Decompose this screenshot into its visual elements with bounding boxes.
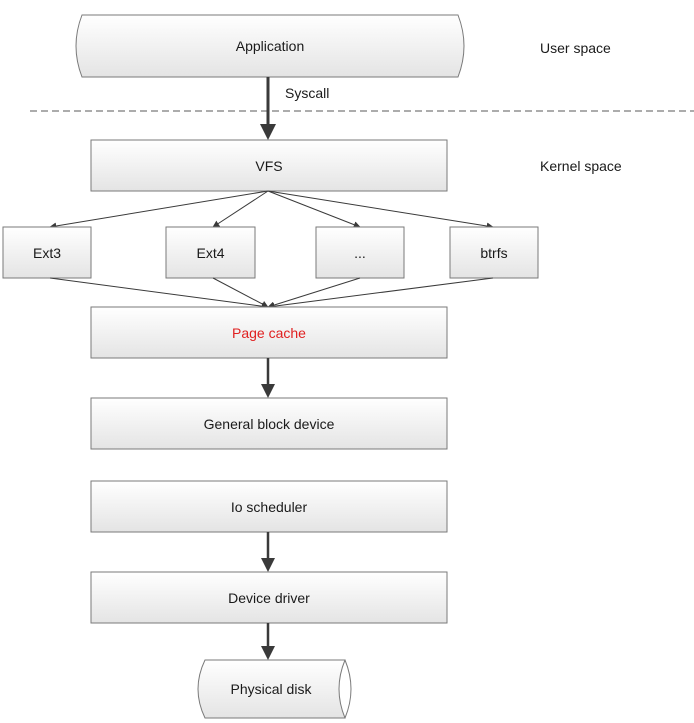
fs-box-more bbox=[315, 226, 405, 279]
vfs-label: VFS bbox=[255, 157, 283, 174]
fs-box-btrfs bbox=[449, 226, 539, 279]
vfs-fanout-arrows bbox=[49, 190, 494, 230]
fs-box-ext3 bbox=[2, 226, 92, 279]
fs-label-btrfs: btrfs bbox=[480, 244, 508, 261]
fs-box-ext4 bbox=[165, 226, 256, 279]
physical-disk-label: Physical disk bbox=[230, 681, 312, 697]
vfs-box bbox=[90, 139, 448, 192]
application-label: Application bbox=[235, 38, 305, 54]
general-block-device-label: General block device bbox=[203, 415, 335, 432]
user-space-label: User space bbox=[540, 40, 611, 56]
io-scheduler-label: Io scheduler bbox=[230, 498, 308, 515]
fs-label-more: ... bbox=[354, 244, 366, 261]
kernel-space-label: Kernel space bbox=[540, 158, 622, 174]
fs-converge-arrows bbox=[49, 277, 494, 310]
syscall-label: Syscall bbox=[285, 85, 330, 101]
page-cache-box bbox=[90, 306, 448, 359]
arrow-pagecache-to-block bbox=[261, 358, 275, 398]
io-scheduler-box bbox=[90, 480, 448, 533]
syscall-arrow bbox=[260, 77, 276, 140]
arrow-scheduler-to-driver bbox=[261, 532, 275, 572]
device-driver-label: Device driver bbox=[228, 589, 310, 606]
general-block-device-box bbox=[90, 397, 448, 450]
physical-disk-shape bbox=[197, 659, 352, 719]
fs-label-ext4: Ext4 bbox=[196, 244, 225, 261]
device-driver-box bbox=[90, 571, 448, 624]
page-cache-label: Page cache bbox=[232, 324, 306, 341]
application-shape bbox=[75, 14, 465, 78]
fs-label-ext3: Ext3 bbox=[32, 244, 61, 261]
arrow-driver-to-disk bbox=[261, 623, 275, 660]
